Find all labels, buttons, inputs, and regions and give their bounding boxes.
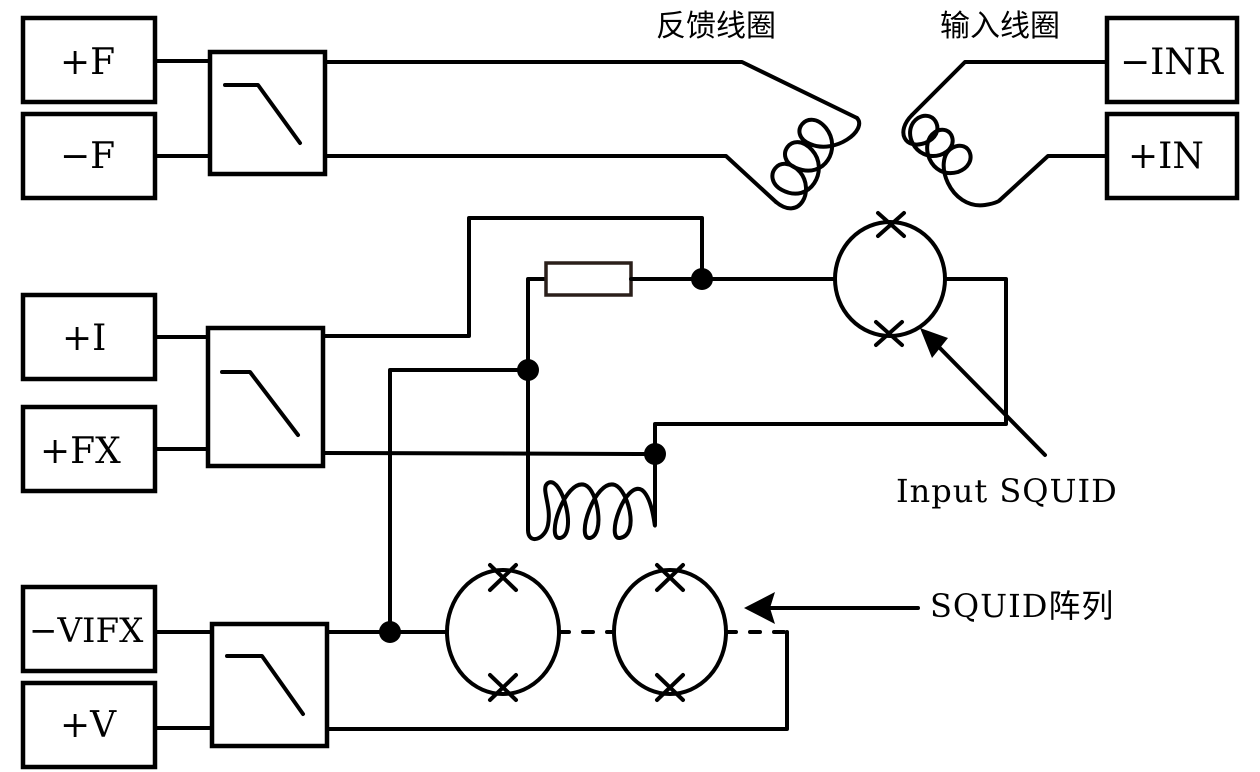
josephson-junction-icon [655, 563, 685, 592]
terminal-plus-f: +F [20, 15, 158, 105]
input-squid [833, 211, 947, 347]
squid-array-element-2 [612, 563, 728, 702]
low-pass-filter-2 [205, 325, 326, 469]
terminal-plus-fx: +FX [20, 404, 158, 494]
input-coil-icon [901, 113, 1002, 208]
terminal-plus-in: +IN [1104, 111, 1240, 201]
fx-wire [321, 451, 657, 456]
feedback-wire-bottom [323, 154, 778, 204]
input-wire-bottom [998, 154, 1109, 202]
terminal-plus-i-label: +I [62, 318, 106, 359]
terminal-plus-i: +I [20, 292, 158, 382]
josephson-junction-icon [488, 673, 518, 702]
josephson-junction-icon [876, 211, 906, 238]
input-squid-label: Input SQUID [896, 472, 1118, 510]
terminal-minus-inr-label: −INR [1120, 42, 1224, 83]
junction-node [691, 268, 713, 290]
low-pass-filter-3 [209, 621, 330, 749]
resistor-icon [544, 261, 633, 297]
terminal-minus-vifx-label: −VIFX [29, 611, 144, 651]
terminal-minus-f: −F [20, 111, 158, 201]
resistor-wire-left [526, 277, 548, 532]
bias-wire [321, 216, 704, 338]
terminal-plus-f-label: +F [60, 42, 115, 83]
input-coil-label: 输入线圈 [940, 9, 1060, 44]
terminal-plus-fx-label: +FX [40, 431, 121, 472]
arrow-head-icon [744, 592, 775, 624]
terminal-plus-v-label: +V [60, 705, 117, 746]
josephson-junction-icon [488, 563, 518, 592]
low-pass-filter-1 [207, 49, 328, 177]
flux-coil-icon [526, 452, 657, 541]
squid-array-element-1 [445, 563, 561, 702]
array-return-wire [325, 630, 789, 731]
terminal-minus-vifx: −VIFX [20, 584, 158, 674]
input-wire-top [910, 60, 1109, 117]
junction-node [379, 621, 401, 643]
terminal-plus-v: +V [20, 680, 158, 770]
arrow-head-icon [920, 328, 948, 358]
terminal-plus-in-label: +IN [1128, 136, 1204, 177]
input-squid-arrow [930, 338, 1047, 457]
josephson-junction-icon [874, 320, 904, 347]
filter-curve-icon [225, 654, 305, 716]
terminal-minus-inr: −INR [1104, 15, 1240, 105]
feedback-coil-icon [770, 116, 862, 211]
filter-curve-icon [223, 83, 302, 145]
squid-array-label: SQUID阵列 [930, 587, 1114, 625]
terminal-minus-f-label: −F [60, 136, 115, 177]
array-bias-wire [388, 368, 530, 634]
filter-curve-icon [220, 370, 300, 437]
squid-return-wire [653, 277, 1008, 456]
feedback-wire-top [323, 60, 859, 120]
junction-node [517, 359, 539, 381]
josephson-junction-icon [655, 673, 685, 702]
feedback-coil-label: 反馈线圈 [656, 9, 776, 44]
